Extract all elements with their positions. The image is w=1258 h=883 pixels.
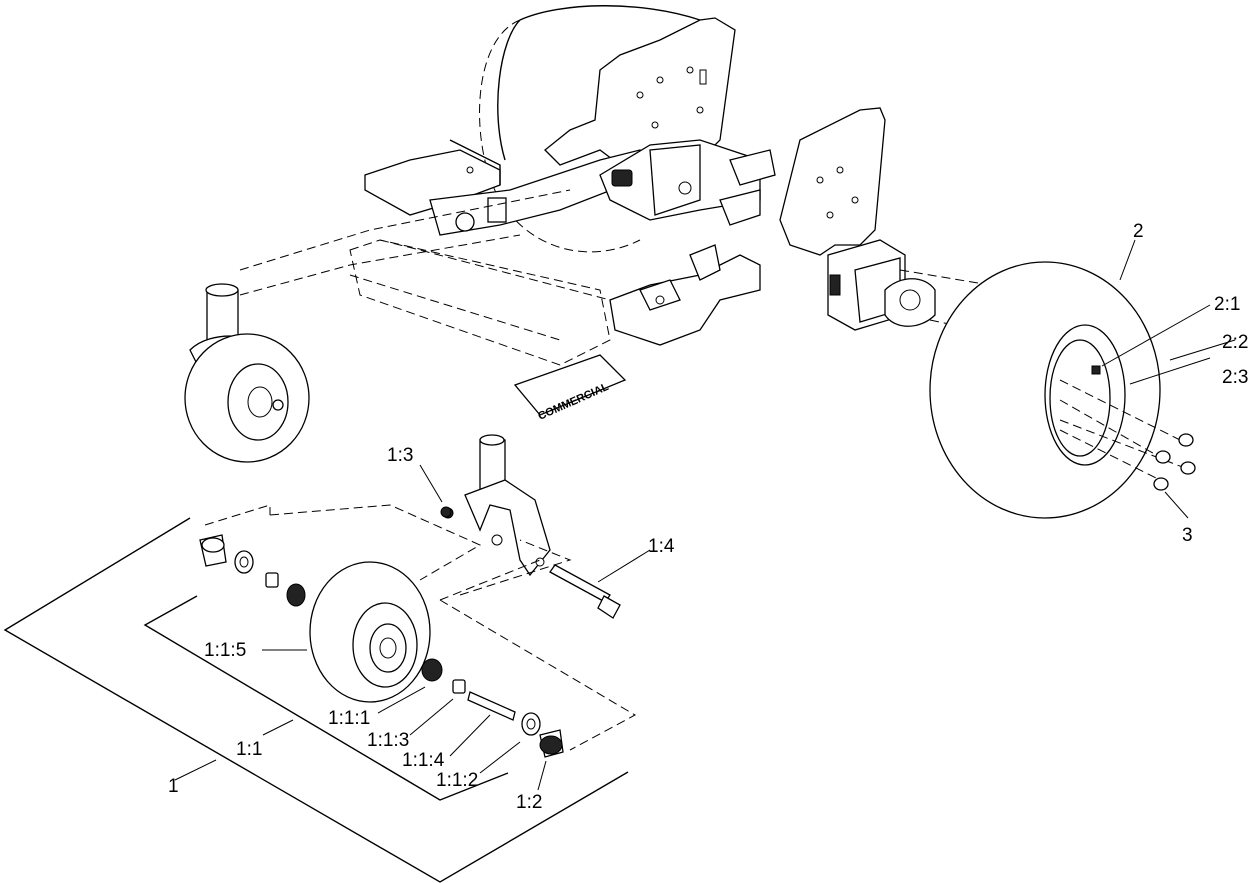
callout-1-3: 1:3 bbox=[387, 445, 413, 466]
callout-1-1-5: 1:1:5 bbox=[204, 640, 246, 661]
callout-2-3: 2:3 bbox=[1222, 367, 1248, 388]
leader-lines bbox=[174, 239, 1236, 791]
callout-1-1-3: 1:1:3 bbox=[367, 730, 409, 751]
front-left-caster bbox=[184, 283, 310, 463]
callout-2-1: 2:1 bbox=[1214, 294, 1240, 315]
callout-1: 1 bbox=[168, 776, 179, 797]
callout-labels: 1 1:1 1:1:1 1:1:3 1:1:4 1:1:2 1:1:5 1:2 … bbox=[168, 221, 1248, 813]
bushing-1-3 bbox=[440, 506, 452, 518]
callout-2: 2 bbox=[1133, 221, 1144, 242]
center-bracket bbox=[599, 139, 776, 226]
front-caster-wheel bbox=[199, 504, 637, 758]
callout-1-1-1: 1:1:1 bbox=[328, 708, 370, 729]
callout-1-1: 1:1 bbox=[236, 739, 262, 760]
callout-1-4: 1:4 bbox=[648, 536, 675, 557]
assembly-brackets bbox=[3, 517, 629, 883]
rear-left-frame-plate bbox=[544, 17, 736, 166]
caster-fork bbox=[464, 434, 551, 577]
front-deck-bracket bbox=[609, 244, 761, 346]
callout-1-2: 1:2 bbox=[516, 792, 542, 813]
main-frame-rail bbox=[239, 189, 611, 366]
callout-3: 3 bbox=[1182, 525, 1193, 546]
front-arm: COMMERCIAL bbox=[513, 354, 627, 423]
callout-2-2: 2:2 bbox=[1222, 332, 1248, 353]
front-cross-tube bbox=[364, 139, 651, 236]
callout-1-1-2: 1:1:2 bbox=[436, 770, 478, 791]
axle-bolt bbox=[549, 564, 621, 619]
rear-right-frame-plate bbox=[779, 107, 886, 256]
rear-right-wheel bbox=[827, 239, 1196, 519]
callout-1-1-4: 1:1:4 bbox=[402, 750, 445, 771]
